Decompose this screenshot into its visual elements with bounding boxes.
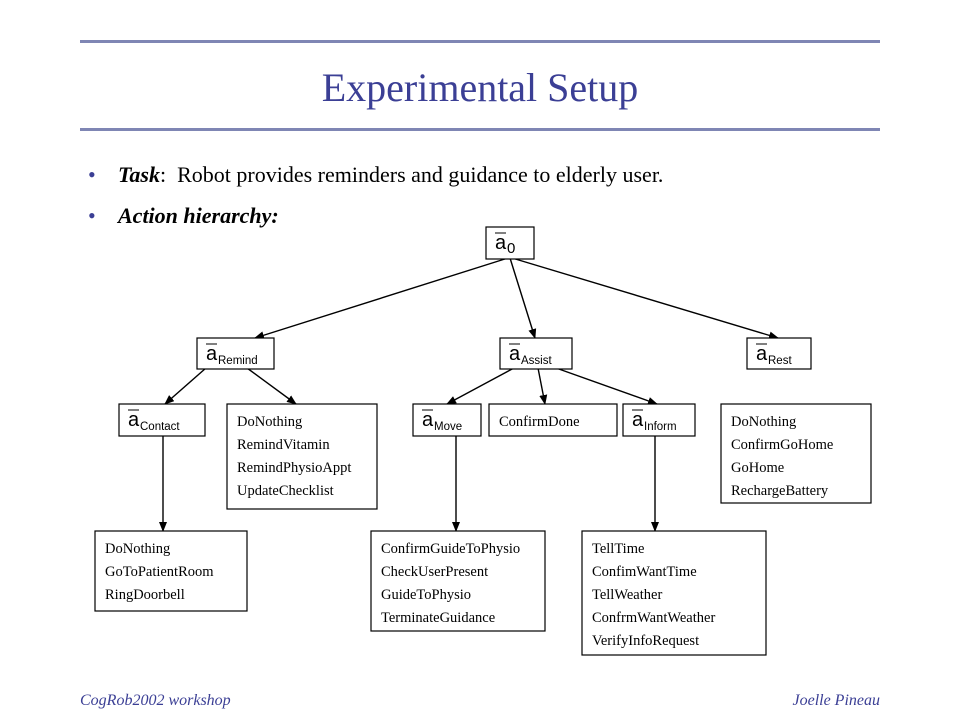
primitive-action-label: CheckUserPresent <box>381 564 488 580</box>
primitive-action-label: DoNothing <box>237 414 302 430</box>
bullet-text: Robot provides reminders and guidance to… <box>166 162 664 187</box>
primitive-action-label: RingDoorbell <box>105 587 185 603</box>
abstract-node-symbol: a <box>495 232 507 254</box>
abstract-node-box <box>412 403 482 437</box>
bullet-dot-icon: • <box>88 203 96 228</box>
action-node-box <box>720 403 872 504</box>
bullet-separator: : <box>159 162 167 187</box>
edge-remind-to-contact <box>164 367 207 405</box>
action-node-box <box>370 530 546 632</box>
action-node-inform-actions: TellTimeConfimWantTimeTellWeatherConfrmW… <box>581 530 767 656</box>
edge-a0-to-remind <box>254 257 509 340</box>
abstract-node-subscript: Inform <box>644 421 677 433</box>
edge-assist-to-move <box>446 367 515 405</box>
action-node-box <box>581 530 767 656</box>
abstract-node-symbol: a <box>632 409 644 431</box>
action-node-box <box>94 530 248 612</box>
primitive-action-label: ConfimWantTime <box>592 564 697 580</box>
edge-a0-to-rest <box>511 257 779 340</box>
primitive-action-label: RemindPhysioAppt <box>237 460 351 476</box>
abstract-node-subscript: Remind <box>218 355 258 367</box>
abstract-node-box <box>196 337 275 370</box>
primitive-action-label: GoHome <box>731 460 784 476</box>
primitive-action-label: TellWeather <box>592 587 662 603</box>
abstract-node-box <box>746 337 812 370</box>
abstract-node-box <box>118 403 206 437</box>
primitive-action-label: ConfirmGuideToPhysio <box>381 541 520 557</box>
abstract-node-subscript: Contact <box>140 421 180 433</box>
abstract-node-box <box>499 337 573 370</box>
action-node-move-actions: ConfirmGuideToPhysioCheckUserPresentGuid… <box>370 530 546 632</box>
primitive-action-label: RechargeBattery <box>731 483 829 499</box>
action-node-box <box>226 403 378 510</box>
primitive-action-label: VerifyInfoRequest <box>592 633 699 649</box>
primitive-action-label: DoNothing <box>105 541 170 557</box>
primitive-action-label: ConfrmWantWeather <box>592 610 715 626</box>
primitive-action-label: UpdateChecklist <box>237 483 334 499</box>
action-node-rest-actions: DoNothingConfirmGoHomeGoHomeRechargeBatt… <box>720 403 872 504</box>
edge-assist-to-inform <box>555 367 658 405</box>
bullet-task: • Task: Robot provides reminders and guid… <box>88 162 663 188</box>
slide-title: Experimental Setup <box>321 65 639 110</box>
abstract-node-subscript: Assist <box>521 355 552 367</box>
action-node-box <box>488 403 618 437</box>
edge-a0-to-assist <box>509 257 537 339</box>
bullet-action-hierarchy: • Action hierarchy: <box>88 203 279 229</box>
primitive-action-label: ConfirmGoHome <box>731 437 833 453</box>
action-node-remind-actions: DoNothingRemindVitaminRemindPhysioApptUp… <box>226 403 378 510</box>
footer-left: CogRob2002 workshop <box>80 692 231 709</box>
abstract-node-symbol: a <box>128 409 140 431</box>
abstract-node-subscript: Move <box>434 421 462 433</box>
abstract-node-box <box>485 226 535 260</box>
abstract-node-symbol: a <box>756 343 768 365</box>
primitive-action-label: RemindVitamin <box>237 437 330 453</box>
primitive-action-label: ConfirmDone <box>499 414 580 430</box>
bullet-lead: Action hierarchy: <box>118 203 279 228</box>
top-rule <box>80 40 880 43</box>
abstract-node-subscript: 0 <box>507 240 515 257</box>
footer-right: Joelle Pineau <box>792 692 880 709</box>
primitive-action-label: TerminateGuidance <box>381 610 495 626</box>
primitive-action-label: GoToPatientRoom <box>105 564 214 580</box>
abstract-node-symbol: a <box>509 343 521 365</box>
abstract-node-box <box>622 403 696 437</box>
abstract-node-symbol: a <box>422 409 434 431</box>
edges-layer <box>159 257 779 532</box>
title-underline <box>80 128 880 131</box>
abstract-node-subscript: Rest <box>768 355 792 367</box>
action-node-confirm-done: ConfirmDone <box>488 403 618 437</box>
edge-assist-to-confirm-done <box>537 367 548 405</box>
primitive-action-label: GuideToPhysio <box>381 587 471 603</box>
bullet-dot-icon: • <box>88 162 96 187</box>
edge-remind-to-remind-actions <box>246 367 297 405</box>
abstract-node-symbol: a <box>206 343 218 365</box>
bullet-lead: Task <box>118 162 160 187</box>
primitive-action-label: TellTime <box>592 541 644 557</box>
primitive-action-label: DoNothing <box>731 414 796 430</box>
